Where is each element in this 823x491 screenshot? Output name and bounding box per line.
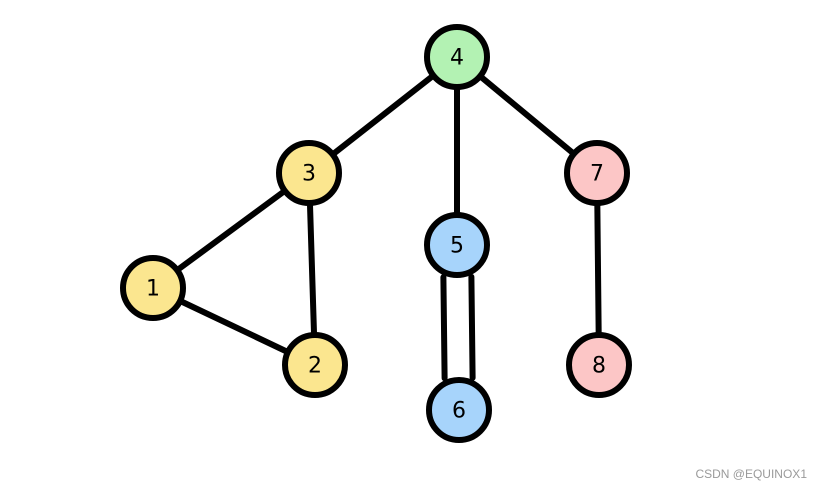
- node-2: 2: [282, 332, 348, 398]
- edge-7-8: [594, 201, 602, 337]
- node-circle-5: [424, 212, 490, 278]
- node-6: 6: [426, 377, 492, 443]
- node-label-8: 8: [592, 354, 606, 379]
- node-circle-1: [120, 255, 186, 321]
- nodes-layer: 4 3 5 7 1 2 6 8: [120, 24, 632, 443]
- edge-3-1: [175, 188, 287, 273]
- edge-3-2: [306, 201, 318, 337]
- node-circle-8: [566, 332, 632, 398]
- node-circle-2: [282, 332, 348, 398]
- node-label-5: 5: [450, 234, 464, 259]
- node-label-1: 1: [146, 277, 160, 302]
- node-7: 7: [564, 140, 630, 206]
- node-4: 4: [424, 24, 490, 90]
- node-1: 1: [120, 255, 186, 321]
- node-circle-4: [424, 24, 490, 90]
- node-label-4: 4: [450, 46, 464, 71]
- node-label-7: 7: [590, 162, 604, 187]
- node-3: 3: [276, 140, 342, 206]
- node-5: 5: [424, 212, 490, 278]
- node-label-2: 2: [308, 354, 322, 379]
- edge-5-6-2: [440, 274, 448, 382]
- node-circle-3: [276, 140, 342, 206]
- edge-4-3: [331, 73, 435, 157]
- node-label-6: 6: [452, 399, 466, 424]
- node-circle-7: [564, 140, 630, 206]
- node-label-3: 3: [302, 162, 316, 187]
- watermark: CSDN @EQUINOX1: [695, 467, 807, 481]
- edges-layer: [175, 73, 602, 382]
- edge-5-6-1: [468, 273, 476, 381]
- node-circle-6: [426, 377, 492, 443]
- node-8: 8: [566, 332, 632, 398]
- edge-1-2: [178, 298, 290, 355]
- edge-4-7: [478, 74, 576, 156]
